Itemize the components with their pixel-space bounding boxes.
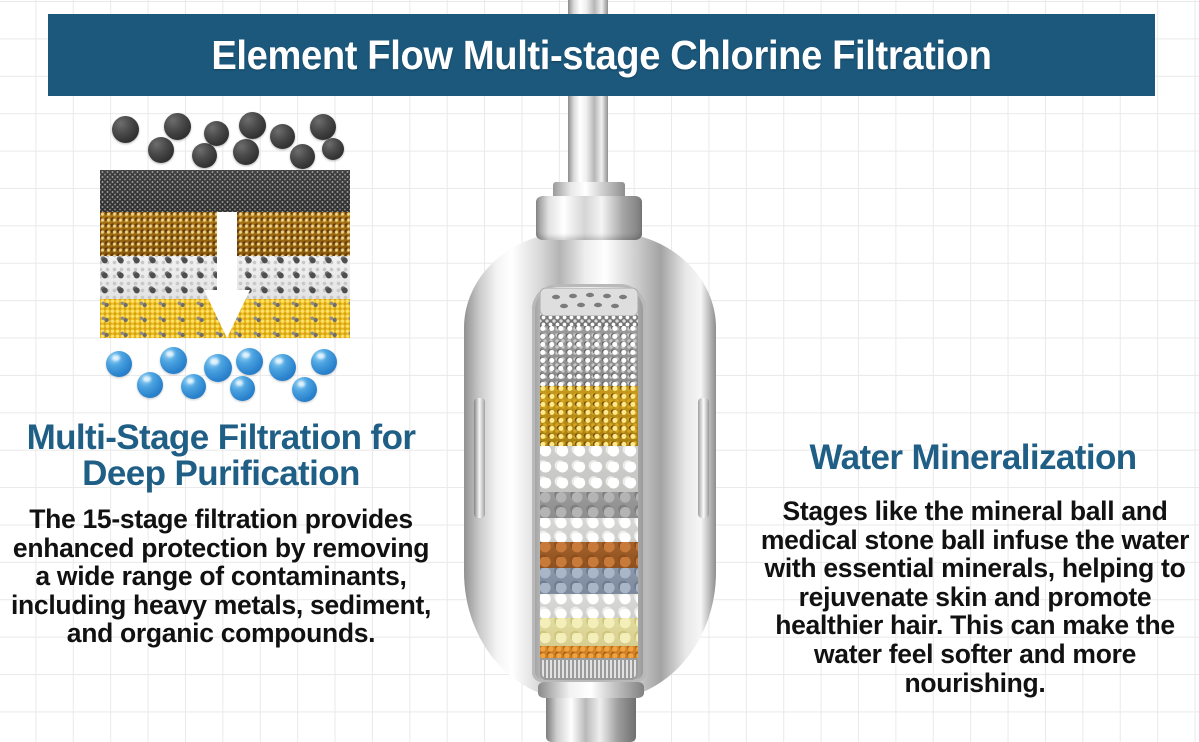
media-layer-gold-vitamin-c: [540, 386, 638, 446]
right-panel-body: Stages like the mineral ball and medical…: [760, 496, 1190, 698]
media-layer-silver-kdf: [540, 326, 638, 386]
left-panel-body: The 15-stage filtration provides enhance…: [10, 504, 432, 649]
filter-layer-activated-carbon: [100, 170, 350, 212]
contaminant-particle: [192, 143, 217, 168]
media-layer-gray-mineral-balls: [540, 492, 638, 518]
outlet-lip: [538, 682, 644, 698]
perforated-diffuser-plate: [540, 288, 638, 316]
contaminant-particle: [239, 112, 266, 139]
media-layer-orange-granules: [540, 646, 638, 660]
downward-flow-arrow: [204, 212, 250, 338]
clean-water-droplet: [181, 374, 206, 399]
filter-cartridge: [540, 300, 638, 672]
clean-water-droplet: [230, 376, 255, 401]
clean-water-droplet: [292, 377, 317, 402]
title-banner: Element Flow Multi-stage Chlorine Filtra…: [48, 14, 1155, 96]
clean-water-droplet: [269, 354, 296, 381]
clean-water-droplet: [137, 372, 163, 398]
clean-water-droplet: [311, 349, 337, 375]
bottom-mesh-screen: [540, 658, 638, 680]
page-title: Element Flow Multi-stage Chlorine Filtra…: [211, 31, 992, 78]
housing-rib: [474, 398, 485, 518]
shower-filter-cutaway: [440, 0, 745, 742]
contaminant-particle: [322, 138, 344, 160]
media-layer-white-ceramic-balls: [540, 446, 638, 492]
media-layer-white-calcite-balls: [540, 518, 638, 542]
clean-water-droplet: [204, 354, 232, 382]
clean-water-droplet: [160, 347, 187, 374]
top-cap: [536, 196, 642, 240]
media-layer-blue-gray-stone-balls: [540, 568, 638, 594]
contaminant-particle: [233, 139, 259, 165]
contaminant-particle: [270, 124, 295, 149]
media-layer-white-medical-stone: [540, 594, 638, 618]
clean-water-droplet: [236, 348, 263, 375]
media-layer-pale-yellow-balls: [540, 618, 638, 646]
contaminant-particle: [112, 116, 139, 143]
left-panel: Multi-Stage Filtration for Deep Purifica…: [0, 0, 440, 742]
contaminant-particle: [164, 113, 191, 140]
contaminant-particle: [148, 137, 174, 163]
contaminant-particle: [310, 114, 336, 140]
multi-layer-filtration-diagram: [100, 108, 350, 402]
media-layer-copper-mineral-balls: [540, 542, 638, 568]
left-panel-headline: Multi-Stage Filtration for Deep Purifica…: [26, 418, 416, 493]
contaminant-particle: [204, 121, 229, 146]
contaminant-particle: [290, 144, 315, 169]
housing-rib: [698, 398, 709, 518]
right-panel: Water Mineralization Stages like the min…: [745, 0, 1199, 742]
right-panel-headline: Water Mineralization: [809, 438, 1137, 477]
clean-water-droplet: [106, 351, 132, 377]
